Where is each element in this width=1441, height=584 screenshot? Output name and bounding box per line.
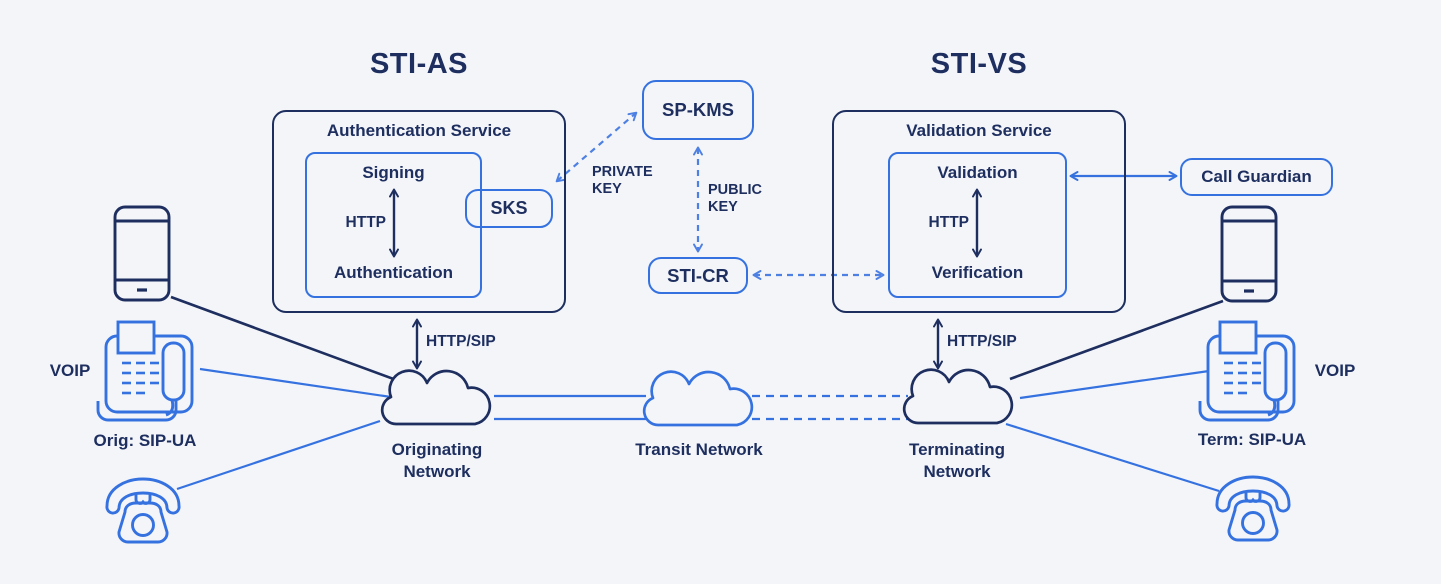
voip-label-right: VOIP	[1314, 361, 1356, 380]
sti-cr-label: STI-CR	[667, 264, 729, 286]
voip-label-left: VOIP	[49, 361, 91, 380]
line-terminating-to-voip-right	[1019, 369, 1210, 400]
validation-service-label: Validation Service	[906, 121, 1052, 140]
signing-label: Signing	[362, 163, 425, 182]
orig-sip-ua-label: Orig: SIP-UA	[93, 431, 197, 450]
line-voip-left-to-originating	[199, 367, 392, 399]
smartphone-icon-right	[1220, 205, 1278, 303]
sp-kms-label: SP-KMS	[662, 99, 734, 120]
smartphone-icon-left	[113, 205, 171, 302]
line-rotary-left-to-originating	[176, 419, 381, 491]
rotary-phone-icon-right	[1215, 475, 1291, 542]
sp-kms-box: SP-KMS	[642, 80, 754, 140]
line-terminating-to-smartphone-right	[1009, 299, 1224, 381]
validation-service-box	[832, 110, 1126, 313]
transit-network-label: Transit Network	[635, 440, 763, 459]
cloud-transit-network	[642, 370, 754, 427]
private-key-label: PRIVATE KEY	[592, 164, 653, 197]
authentication-service-box	[272, 110, 566, 313]
authentication-service-label: Authentication Service	[326, 121, 512, 140]
verification-label: Verification	[931, 263, 1024, 282]
sti-cr-box: STI-CR	[648, 257, 748, 294]
cloud-originating-network	[380, 369, 492, 426]
line-terminating-to-rotary-right	[1005, 422, 1220, 493]
http-sip-label-left: HTTP/SIP	[426, 333, 496, 350]
call-guardian-label: Call Guardian	[1201, 167, 1312, 186]
originating-network-label: Originating Network	[391, 440, 483, 482]
sti-as-title: STI-AS	[369, 48, 469, 80]
term-sip-ua-label: Term: SIP-UA	[1197, 430, 1307, 449]
voip-phone-icon-left	[96, 320, 194, 422]
validation-label: Validation	[937, 163, 1018, 182]
authentication-inner-box	[305, 152, 482, 298]
http-label-right: HTTP	[928, 214, 969, 231]
authentication-label: Authentication	[334, 263, 453, 282]
sti-vs-title: STI-VS	[930, 48, 1028, 80]
terminating-network-label: Terminating Network	[908, 440, 1006, 482]
sks-box: SKS	[465, 189, 553, 228]
call-guardian-box: Call Guardian	[1180, 158, 1333, 196]
rotary-phone-icon-left	[105, 477, 181, 544]
sks-label: SKS	[490, 198, 528, 218]
cloud-terminating-network	[902, 368, 1014, 425]
validation-inner-box	[888, 152, 1067, 298]
line-smartphone-left-to-originating	[170, 295, 400, 383]
public-key-label: PUBLIC KEY	[708, 182, 762, 215]
http-label-left: HTTP	[345, 214, 386, 231]
voip-phone-icon-right	[1198, 320, 1296, 422]
http-sip-label-right: HTTP/SIP	[947, 333, 1017, 350]
